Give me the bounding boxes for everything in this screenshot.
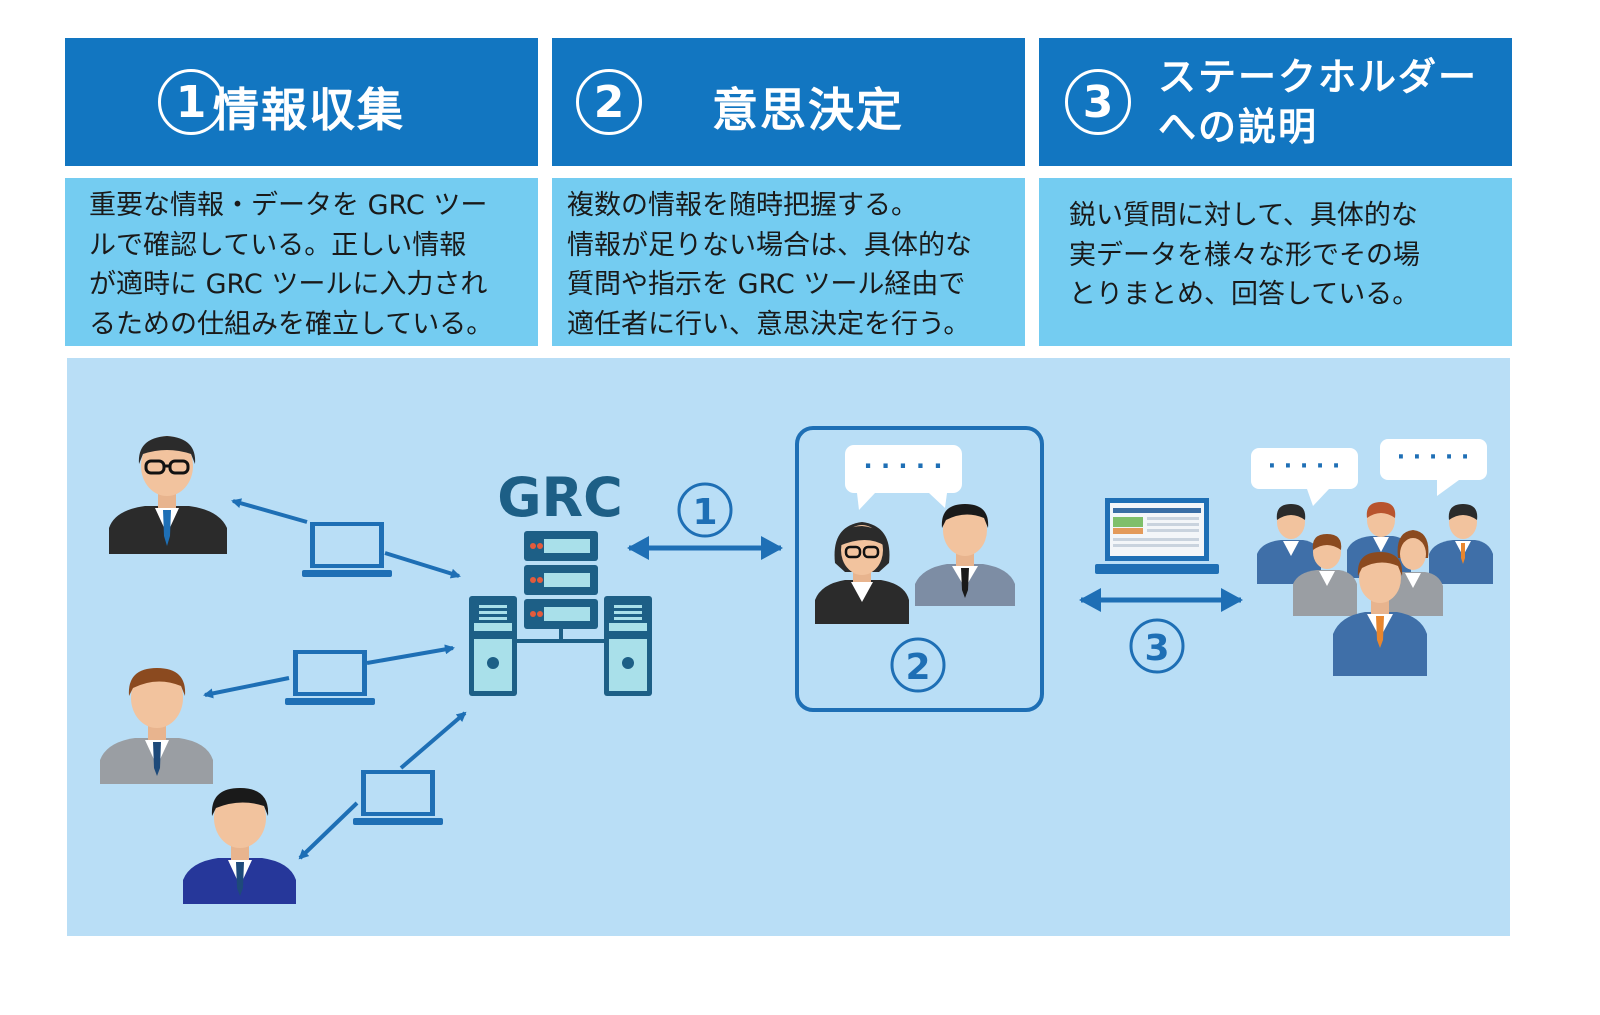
step-1-desc-line: が適時に GRC ツールに入力され bbox=[89, 269, 488, 300]
step-2-header: 2 意思決定 bbox=[552, 38, 1025, 166]
step-2-number: 2 bbox=[576, 69, 642, 135]
arrow-laptop1-to-user1 bbox=[231, 498, 308, 524]
speech-bubble-icon: · · · · · bbox=[845, 445, 962, 510]
step-3-marker-icon bbox=[1129, 618, 1185, 674]
grc-label: GRC bbox=[497, 466, 623, 529]
speech-bubble-dots: · · · · · bbox=[863, 452, 942, 480]
arrow-laptop2-to-grc bbox=[366, 644, 455, 665]
laptop-1-icon bbox=[302, 522, 392, 577]
stakeholder-speech-bubble-icon: · · · · · bbox=[1380, 439, 1487, 496]
step-2-title: 意思決定 bbox=[712, 83, 904, 137]
step-2-marker-icon bbox=[890, 637, 946, 693]
decision-maker-woman-icon bbox=[815, 522, 909, 624]
stakeholder-bubble-dots: · · · · · bbox=[1268, 454, 1340, 479]
user-1-icon bbox=[109, 436, 227, 554]
laptop-2-icon bbox=[285, 650, 375, 705]
step-1-desc-line: ルで確認している。正しい情報 bbox=[89, 229, 467, 261]
step-1-description: 重要な情報・データを GRC ツー ルで確認している。正しい情報 が適時に GR… bbox=[65, 178, 538, 346]
arrow-laptop3-to-user3 bbox=[298, 801, 359, 860]
arrow-laptop3-to-grc bbox=[399, 711, 467, 770]
step-3-desc-line: 鋭い質問に対して、具体的な bbox=[1069, 200, 1418, 231]
step-1-number: 1 bbox=[158, 69, 224, 135]
step-2-description: 複数の情報を随時把握する。 情報が足りない場合は、具体的な 質問や指示を GRC… bbox=[552, 178, 1025, 346]
step-1-marker-label: 1 bbox=[692, 492, 717, 533]
step-3-marker-label: 3 bbox=[1144, 628, 1169, 669]
step-3-number: 3 bbox=[1065, 69, 1131, 135]
step-2-desc-line: 質問や指示を GRC ツール経由で bbox=[567, 269, 966, 300]
step-2-marker-label: 2 bbox=[905, 647, 930, 688]
stakeholder-bubble-dots: · · · · · bbox=[1397, 445, 1469, 470]
step-1-desc-line: 重要な情報・データを GRC ツー bbox=[89, 190, 488, 221]
dashboard-laptop-icon bbox=[1095, 498, 1219, 574]
laptop-3-icon bbox=[353, 770, 443, 825]
step-2-desc-line: 情報が足りない場合は、具体的な bbox=[567, 229, 972, 261]
arrow-laptop1-to-grc bbox=[384, 551, 461, 579]
step-1-desc-line: るための仕組みを確立している。 bbox=[89, 308, 494, 340]
step-3-desc-line: とりまとめ、回答している。 bbox=[1069, 279, 1420, 310]
step-3-header: 3 ステークホルダー への説明 bbox=[1039, 38, 1512, 166]
step-2-desc-line: 適任者に行い、意思決定を行う。 bbox=[567, 308, 971, 340]
step-3-description: 鋭い質問に対して、具体的な 実データを様々な形でその場 とりまとめ、回答している… bbox=[1039, 178, 1512, 346]
step-3-desc-line: 実データを様々な形でその場 bbox=[1069, 239, 1420, 271]
user-2-icon bbox=[100, 668, 213, 784]
user-3-icon bbox=[183, 788, 296, 904]
decision-group-box bbox=[795, 426, 1044, 712]
arrow-laptop2-to-user2 bbox=[203, 676, 290, 699]
stakeholders-group-icon bbox=[1257, 502, 1493, 676]
step-2-desc-line: 複数の情報を随時把握する。 bbox=[567, 190, 918, 221]
step-3-title-line: への説明 bbox=[1158, 105, 1319, 149]
step-3-title-line: ステークホルダー bbox=[1158, 55, 1479, 99]
flow-diagram: GRC 1 · · · · · bbox=[67, 358, 1510, 936]
step-3-title: ステークホルダー への説明 bbox=[1158, 52, 1478, 152]
stakeholder-speech-bubble-icon: · · · · · bbox=[1251, 448, 1358, 506]
step-1-title: 情報収集 bbox=[213, 83, 405, 137]
step-1-header: 1 情報収集 bbox=[65, 38, 538, 166]
grc-server-icon bbox=[469, 531, 652, 696]
decision-maker-man-icon bbox=[915, 504, 1015, 606]
